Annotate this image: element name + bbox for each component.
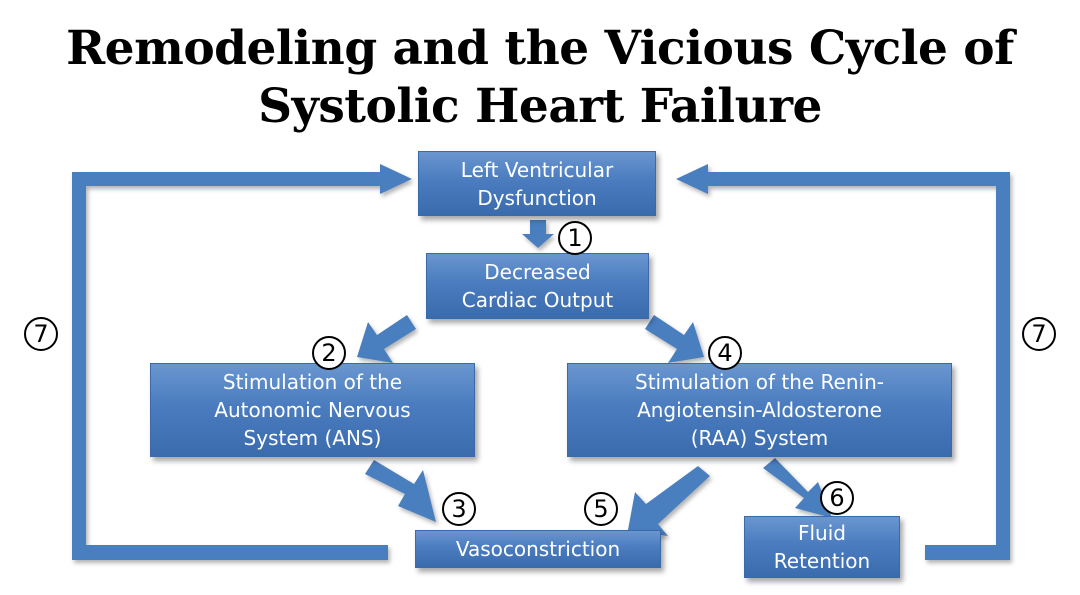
step-2-marker: 2 [312, 336, 346, 370]
step-4-marker: 4 [708, 336, 742, 370]
feedback-arrow-left [72, 164, 412, 560]
title-line-2: Systolic Heart Failure [258, 79, 822, 134]
page-title: Remodeling and the Vicious Cycle of Syst… [0, 20, 1080, 136]
step-7-marker-left: 7 [24, 317, 58, 351]
arrow-4 [645, 315, 704, 363]
arrow-6 [763, 458, 832, 518]
step-7-marker-right: 7 [1022, 317, 1056, 351]
arrow-5 [628, 466, 710, 536]
box-vasoconstriction: Vasoconstriction [415, 530, 661, 568]
step-6-marker: 6 [820, 481, 854, 515]
title-line-1: Remodeling and the Vicious Cycle of [66, 21, 1014, 76]
step-1-marker: 1 [558, 221, 592, 255]
step-3-marker: 3 [442, 492, 476, 526]
box-raa-stimulation: Stimulation of the Renin- Angiotensin-Al… [567, 363, 952, 457]
box-fluid-retention: Fluid Retention [744, 516, 900, 578]
arrow-2 [357, 315, 416, 363]
box-left-ventricular-dysfunction: Left Ventricular Dysfunction [418, 151, 656, 216]
step-5-marker: 5 [584, 492, 618, 526]
arrow-3 [365, 460, 436, 522]
arrow-1 [522, 220, 554, 248]
box-ans-stimulation: Stimulation of the Autonomic Nervous Sys… [150, 363, 475, 457]
box-decreased-cardiac-output: Decreased Cardiac Output [426, 253, 649, 319]
